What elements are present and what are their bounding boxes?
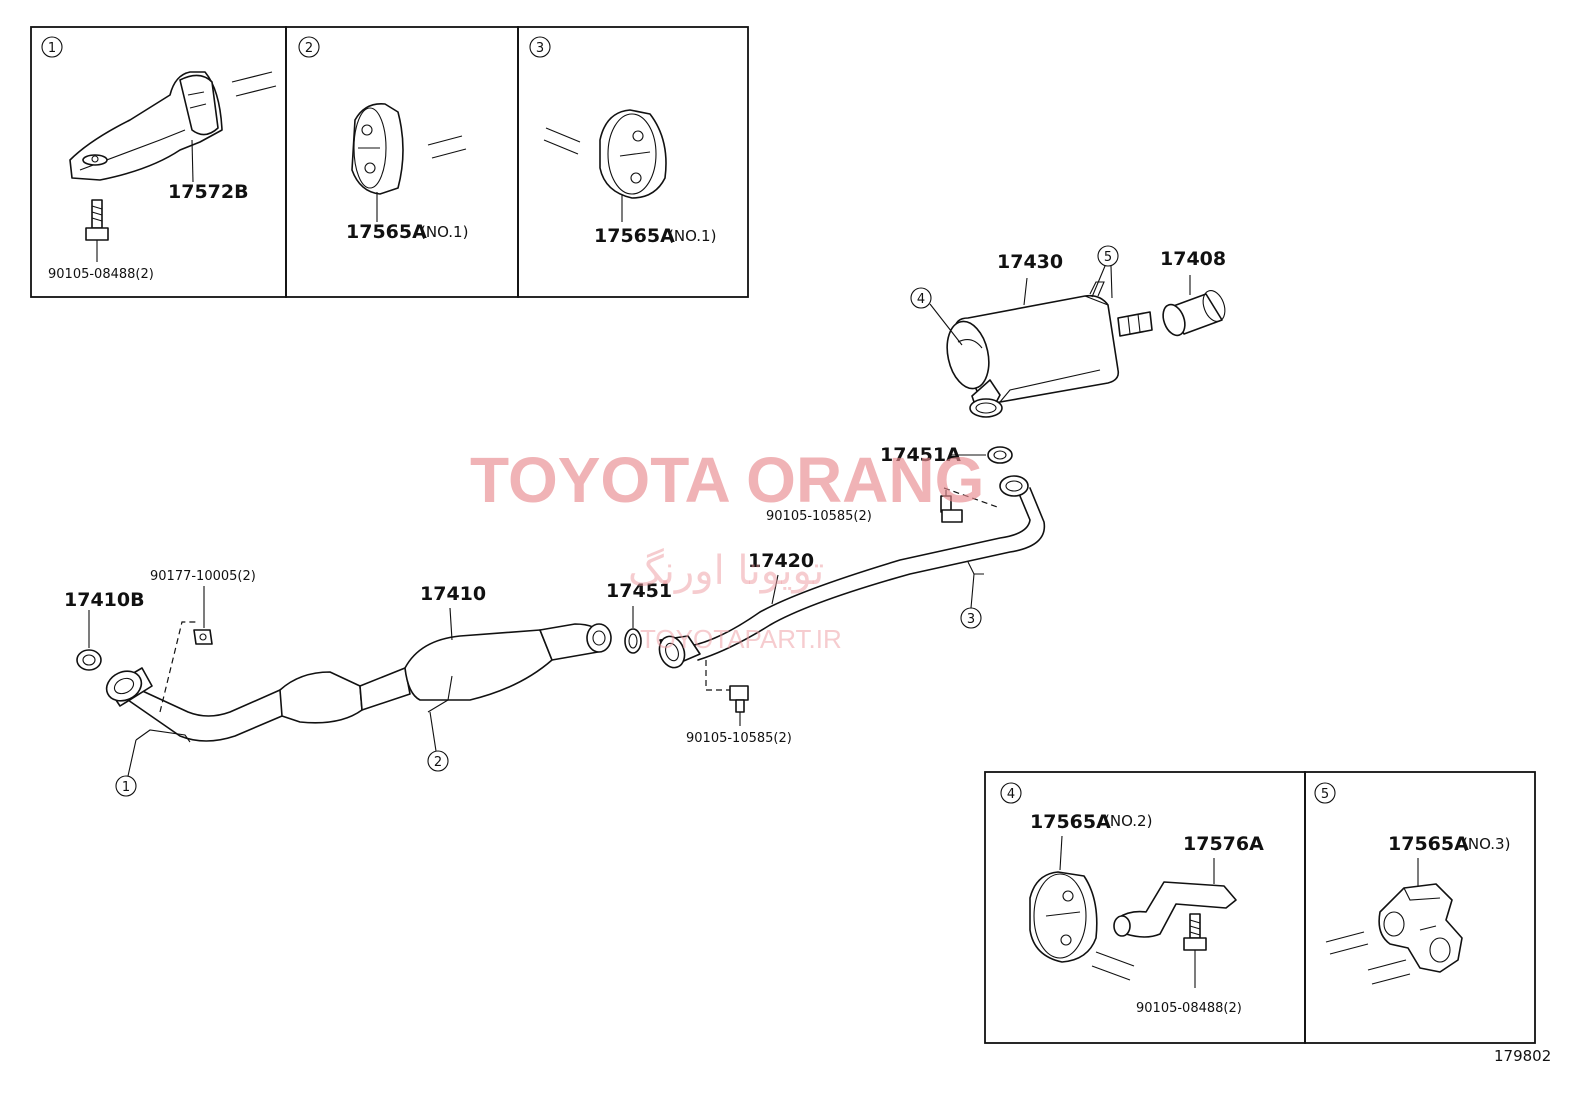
part-17420-label: 17420: [748, 550, 814, 572]
rubber-hanger-icon: [1378, 883, 1463, 973]
watermark-brand-fa: تویوتا اورنگ: [628, 548, 824, 594]
part-17565a-box2-note: (NO.1): [420, 223, 468, 241]
part-17565a-box2-label: 17565A: [346, 221, 427, 243]
watermark: TOYOTA ORANG تویوتا اورنگ TOYOTAPART.IR: [470, 444, 984, 654]
gasket-17451a: [987, 446, 1013, 464]
part-17408-label: 17408: [1160, 248, 1226, 270]
detail-box-3: 3 17565A (NO.1): [517, 26, 749, 298]
watermark-brand: TOYOTA ORANG: [470, 444, 984, 516]
callout-4-muffler: 4: [917, 292, 925, 307]
rubber-hanger-icon: [1029, 871, 1098, 963]
diagram-id: 179802: [1494, 1047, 1551, 1065]
detail-box-2-number: 2: [305, 41, 313, 56]
part-17565a-box3-label: 17565A: [594, 225, 675, 247]
part-17572b-label: 17572B: [168, 181, 249, 203]
callout-1-pipe: 1: [122, 780, 130, 795]
bolt-lower-icon: [729, 685, 749, 713]
part-17410b-label: 17410B: [64, 589, 145, 611]
muffler-17430: [946, 281, 1153, 418]
bolt-90105-08488-box4-label: 90105-08488(2): [1136, 1001, 1242, 1016]
detail-box-4: 4 17565A (NO.2) 17576A 90105-08488(2): [984, 771, 1306, 1044]
callout-3-pipe: 3: [967, 612, 975, 627]
part-17565a-box5-label: 17565A: [1388, 833, 1469, 855]
part-17430-label: 17430: [997, 251, 1063, 273]
gasket-17410b: [76, 649, 102, 671]
detail-box-1: 1 17572B 90105-08488(2): [30, 26, 287, 298]
bolt-90105-08488-label: 90105-08488(2): [48, 267, 154, 282]
part-17565a-box3-note: (NO.1): [668, 227, 716, 245]
rubber-hanger-icon: [351, 103, 404, 195]
bolt-upper-icon: [940, 495, 963, 523]
detail-box-4-number: 4: [1007, 787, 1015, 802]
bolt-icon: [1183, 913, 1207, 951]
detail-box-3-number: 3: [536, 41, 544, 56]
bolt-90105-10585-lower-label: 90105-10585(2): [686, 731, 792, 746]
detail-box-2: 2 17565A (NO.1): [285, 26, 519, 298]
detail-box-5: 5 17565A (NO.3): [1304, 771, 1536, 1044]
rubber-hanger-icon: [599, 109, 667, 199]
tail-pipe-tip-17408: [1162, 290, 1226, 337]
nut-icon: [193, 629, 213, 645]
detail-box-5-number: 5: [1321, 787, 1329, 802]
bolt-90105-10585-upper-label: 90105-10585(2): [766, 509, 872, 524]
part-17565a-box4-label: 17565A: [1030, 811, 1111, 833]
nut-90177-10005-label: 90177-10005(2): [150, 569, 256, 584]
center-pipe-17420: [658, 475, 1046, 669]
part-17576a-label: 17576A: [1183, 833, 1264, 855]
front-pipe-17410: [105, 623, 612, 743]
part-17410-label: 17410: [420, 583, 486, 605]
detail-box-1-number: 1: [48, 41, 56, 56]
gasket-17451: [624, 628, 642, 654]
callout-2-pipe: 2: [434, 755, 442, 770]
part-17451a-label: 17451A: [880, 444, 961, 466]
bolt-icon: [85, 199, 109, 241]
part-17451-label: 17451: [606, 580, 672, 602]
watermark-site: TOYOTAPART.IR: [640, 624, 842, 654]
callout-5-muffler: 5: [1104, 250, 1112, 265]
part-17565a-box4-note: (NO.2): [1104, 812, 1152, 830]
bracket-17576a: [1113, 881, 1237, 938]
part-17565a-box5-note: (NO.3): [1462, 835, 1510, 853]
hanger-bracket-17572b: [69, 71, 223, 181]
